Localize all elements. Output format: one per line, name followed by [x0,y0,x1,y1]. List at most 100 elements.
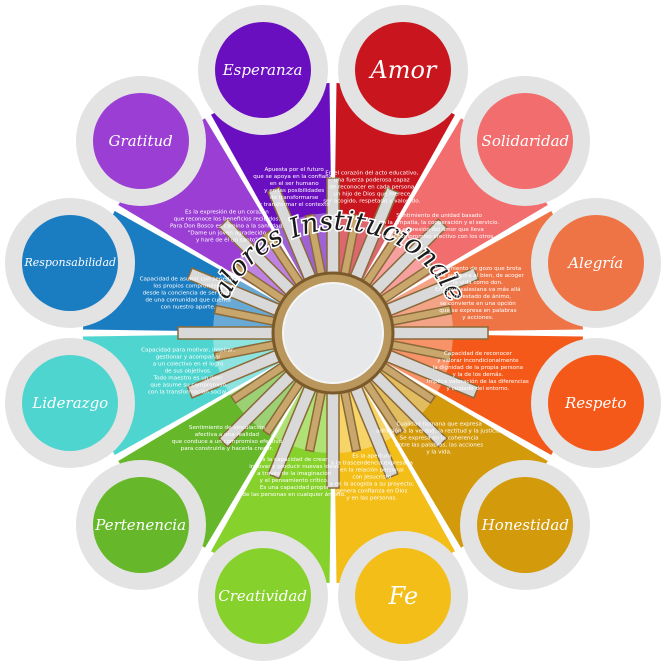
value-bubble-pertenencia: Pertenencia [75,460,206,591]
description-line: que asume su compromiso [150,382,226,389]
description-line: gestionar y acompañar [155,354,221,361]
description-line: con Jesucristo [352,474,392,481]
mirror-glass [282,282,384,384]
description-line: a través de la imaginación [257,470,332,477]
value-bubble-creatividad: Creatividad [197,530,328,661]
value-circle: Amor [355,22,452,119]
description-line: y cuidado del entorno. [446,385,510,392]
value-bubble-liderazgo: Liderazgo [5,338,136,469]
description-line: de una comunidad que cuenta [145,297,231,304]
description-line: Capacidad de reconocer [443,350,512,357]
value-name: Amor [370,56,437,85]
description-line: Capacidad para motivar, inspirar, [141,347,236,354]
description-line: a un colectivo en el logro [152,361,224,368]
description-line: de reconocer en cada persona [329,184,415,191]
value-bubble-amor: Amor [338,5,469,136]
description-line: la dignidad de la propia persona [432,364,524,371]
description-line: Sentimiento de vinculación [188,425,265,432]
description-line: ser acogido, respetado y valorado. [323,198,421,205]
value-name: Respeto [565,394,627,413]
description-line: y la vida. [426,449,452,456]
value-circle: Liderazgo [22,355,119,452]
sunburst-mirror [177,177,489,489]
description-line: a un compromiso efectivo con los otros. [383,233,495,240]
description-line: una fuerza poderosa capaz [333,177,410,184]
value-bubble-solidaridad: Solidaridad [460,75,591,206]
value-bubble-esperanza: Esperanza [197,5,328,136]
description-line: Sentimiento de unidad basado [396,212,482,219]
sun-ray [177,326,284,340]
value-bubble-alegría: Alegría [530,197,661,328]
value-description: Es la capacidad de crear,innovar y produ… [229,457,359,499]
value-circle: Gratitud [92,92,189,189]
description-line: que conduce a un compromiso efectivo [171,439,283,446]
description-line: adhesión a la verdad, la rectitud y la j… [376,428,503,435]
description-line: Apuesta por el futuro [264,167,324,174]
description-line: con la transformación social. [147,389,229,396]
description-line: Es expresión del amor que lleva [394,226,484,233]
value-circle: Responsabilidad [22,214,119,311]
value-name: Fe [388,581,419,610]
description-line: los propios compromisos [153,283,223,290]
description-line: y valorar incondicionalmente [437,357,519,364]
description-line: que se apoya en la confianza [253,174,336,181]
description-line: Para Don Bosco es camino a la santidad: [169,223,284,230]
description-line: de la apertura al bien, de acoger [431,273,524,280]
description-line: que se expresa en palabras [439,308,517,315]
description-line: la vida como don. [452,280,503,287]
value-bubble-gratitud: Gratitud [75,75,206,206]
description-line: Es la capacidad de crear, [258,456,330,463]
description-line: de un estado de ánimo, [444,294,512,301]
description-line: genera confianza en Dios [336,488,408,495]
value-name: Liderazgo [32,394,109,413]
value-name: Honestidad [481,516,569,535]
description-line: desde la conciencia de ser parte [142,290,234,297]
value-circle: Solidaridad [477,92,574,189]
description-line: de transformarse [270,195,319,202]
sun-ray [382,326,489,340]
value-circle: Alegría [547,214,644,311]
value-name: Pertenencia [95,516,187,535]
value-bubble-honestidad: Honestidad [460,460,591,591]
description-line: y el pensamiento crítico. [259,477,329,484]
value-circle: Creatividad [214,547,311,644]
description-line: Capacidad de asumir con seriedad [139,276,237,283]
value-circle: Respeto [547,355,644,452]
description-line: de sus objetivos. [164,368,212,375]
value-description: Capacidad para motivar, inspirar,gestion… [123,347,253,396]
description-line: "Dame un joven agradecido [187,230,267,237]
description-line: y la de los demás. [452,371,504,378]
description-line: Cualidad humana que expresa [396,421,482,428]
description-line: entre las palabras, las acciones [395,442,484,449]
description-line: Se expresa en la coherencia [399,435,479,442]
value-bubble-responsabilidad: Responsabilidad [5,197,136,328]
description-line: y en la acogida a su proyecto; [329,481,414,488]
value-circle: Pertenencia [92,477,189,574]
value-bubble-respeto: Respeto [530,338,661,469]
value-circle: Honestidad [477,477,574,574]
description-line: Es una capacidad propia [259,484,329,491]
description-line: en la empatía, la cooperación y el servi… [379,219,500,226]
description-line: En clave salesiana va más allá [435,287,521,294]
value-description: En el corazón del acto educativo,una fue… [307,171,437,206]
description-line: Todo maestro es un líder [153,375,223,382]
description-line: innovar y producir nuevas ideas [249,463,340,470]
description-line: para construirla y hacerla crecer. [180,446,274,453]
description-line: y haré de él un santo" [195,237,258,244]
description-line: y acciones. [462,315,494,322]
value-name: Alegría [568,253,624,272]
description-line: en el ser humano [269,181,319,188]
description-line: de las personas en cualquier ámbito. [242,491,346,498]
description-line: y en las personas. [346,495,398,502]
description-line: Sentimiento de gozo que brota [434,266,522,273]
